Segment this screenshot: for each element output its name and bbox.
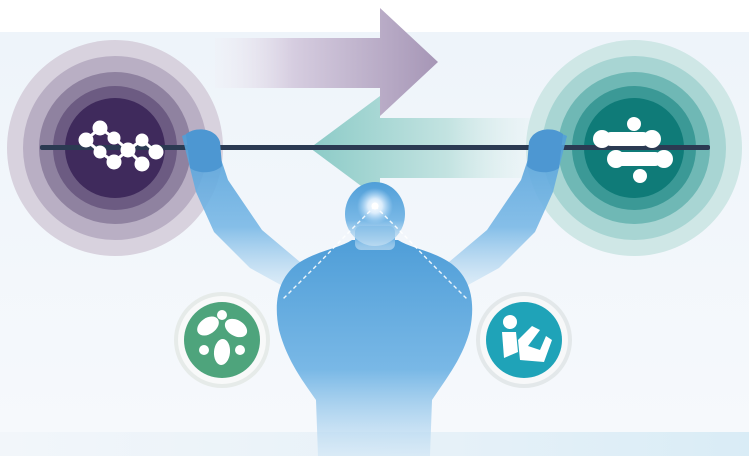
hands <box>186 129 563 173</box>
molecule-cluster-icon <box>593 117 673 183</box>
molecule-network-icon <box>78 120 164 172</box>
strength-badge <box>476 292 572 388</box>
dashed-guides <box>281 205 469 301</box>
leaves-nutrition-icon <box>197 310 248 365</box>
person-silhouette <box>182 132 567 456</box>
flexing-strength-icon <box>502 315 552 362</box>
nutrition-badge <box>174 292 270 388</box>
arrow-right-icon <box>215 8 438 116</box>
